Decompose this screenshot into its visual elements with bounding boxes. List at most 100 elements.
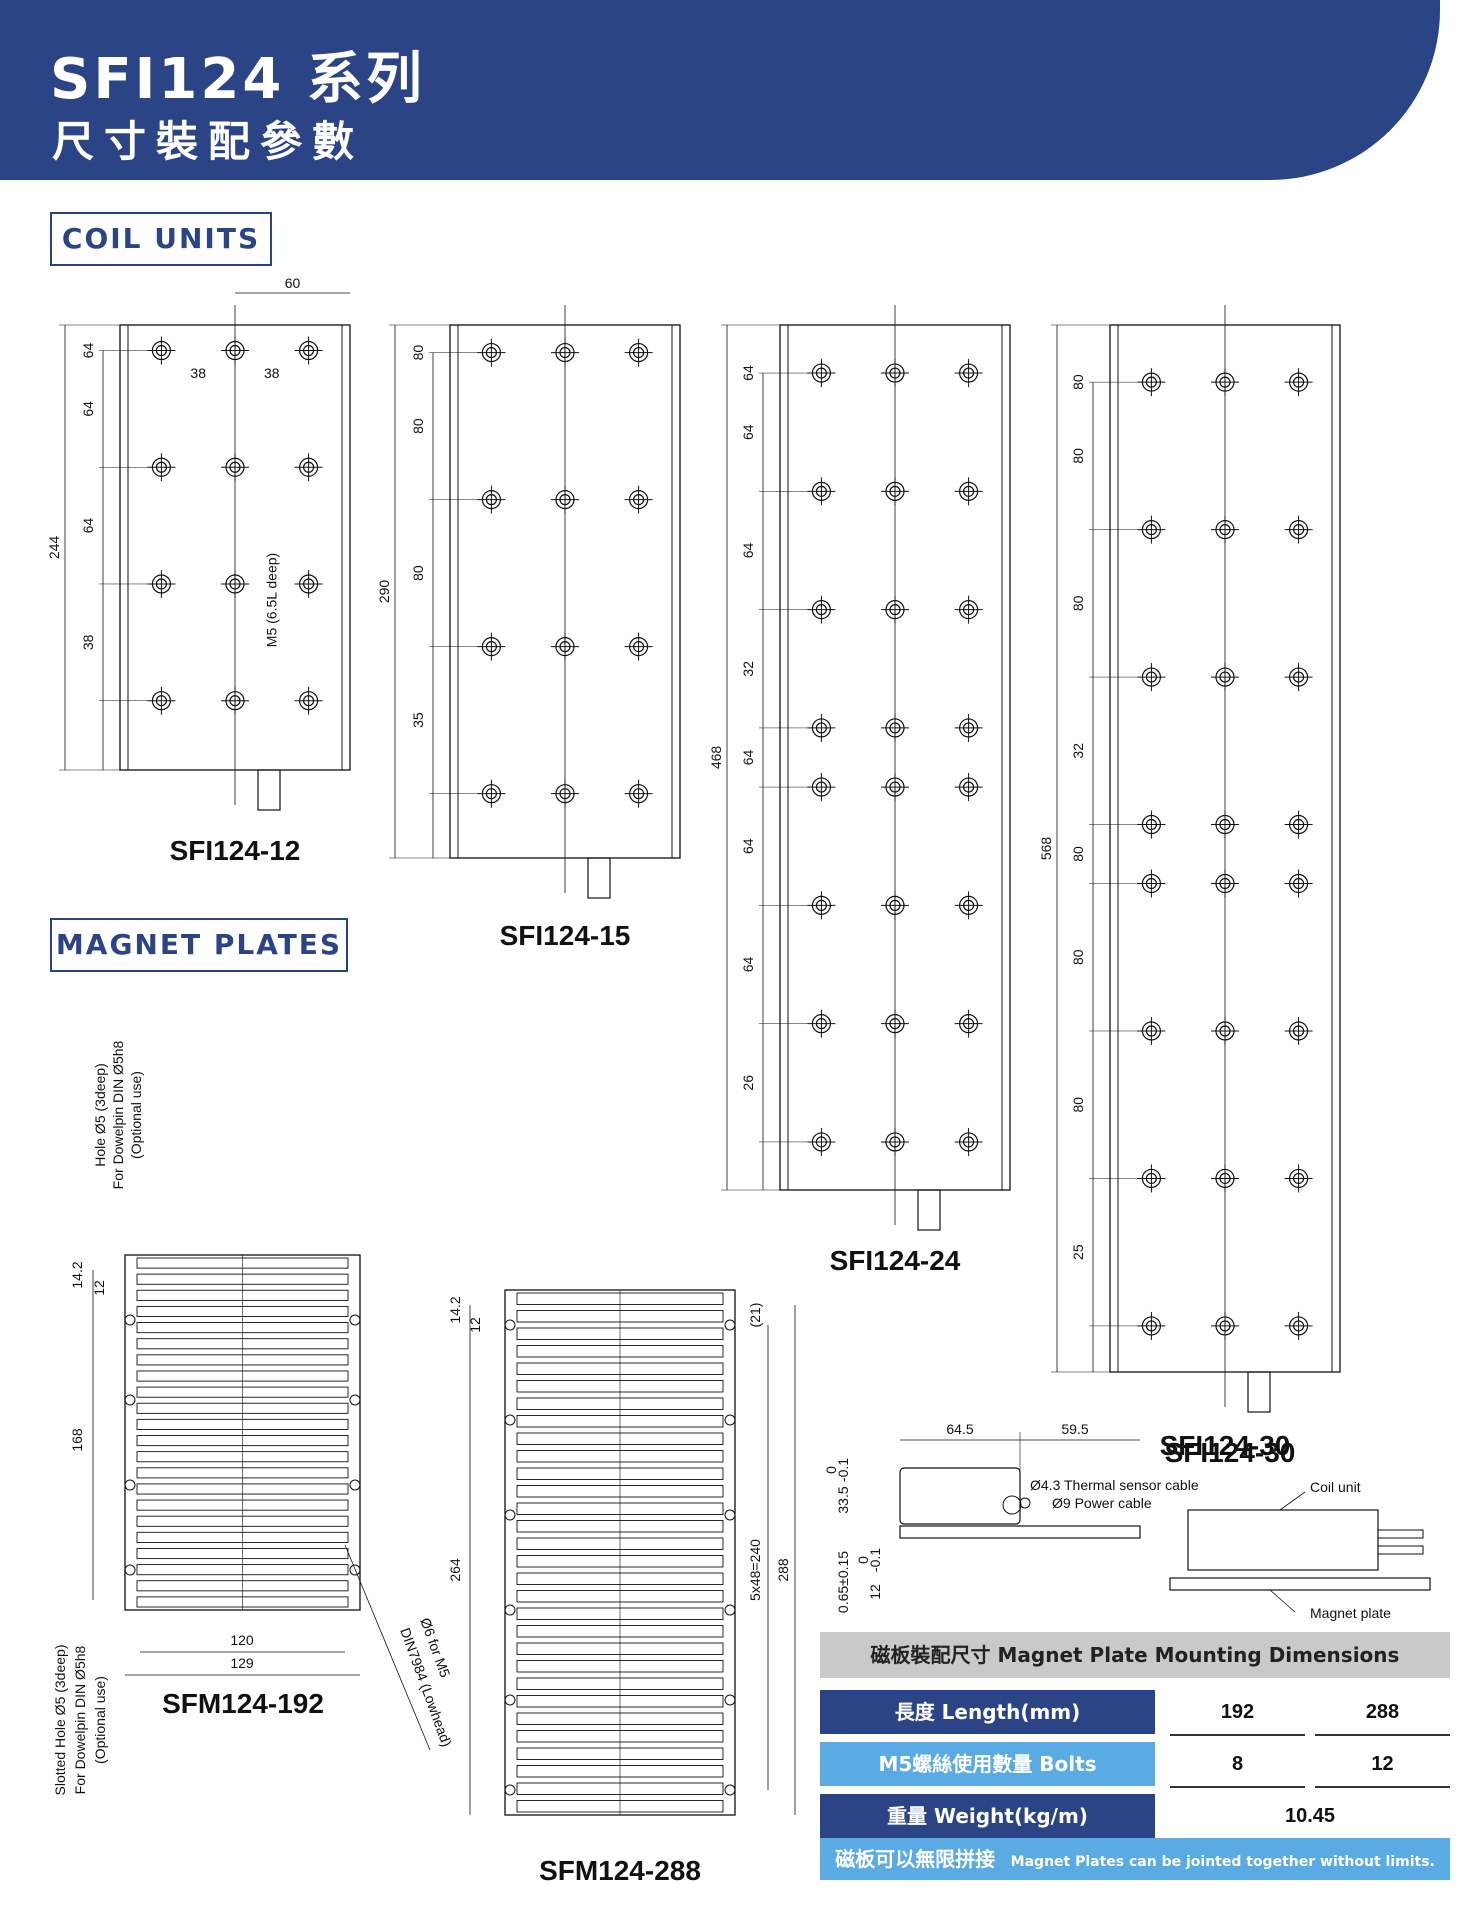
side-cable-power — [1002, 1495, 1022, 1515]
note-hole-top: Hole Ø5 (3deep) — [92, 1063, 108, 1167]
hole-outer — [481, 637, 501, 657]
plate-hole — [504, 1784, 516, 1796]
hole-inner — [815, 1136, 828, 1148]
hole-outer — [1215, 1168, 1235, 1189]
hole-inner — [889, 781, 901, 793]
hole-inner — [155, 578, 167, 590]
mounting-hole — [477, 779, 506, 808]
mounting-hole — [1284, 515, 1313, 544]
hole-inner — [632, 346, 645, 359]
plate-hole — [724, 1509, 736, 1521]
hole-outer — [628, 490, 649, 510]
page-subtitle: 尺寸裝配參數 — [52, 117, 365, 166]
mounting-hole — [1137, 663, 1166, 692]
hole-inner — [889, 722, 901, 734]
pitch-label: 80 — [1070, 448, 1086, 464]
plate-width-outer-label: 129 — [230, 1655, 254, 1671]
hole-inner — [303, 578, 315, 590]
spec-row-length: 長度 Length(mm) 192 288 — [820, 1690, 1450, 1736]
plate-span-label: 168 — [69, 1428, 85, 1452]
plate-hole — [349, 1479, 361, 1491]
hole-inner — [1292, 1025, 1305, 1037]
hole-outer — [225, 457, 245, 477]
mounting-hole — [477, 338, 506, 367]
coil-model-label: SFI124-30 — [1160, 1430, 1291, 1461]
hole-outer — [1288, 1316, 1309, 1336]
hole-outer — [958, 1014, 979, 1034]
mounting-hole — [807, 359, 836, 388]
hole-outer — [1141, 372, 1162, 392]
hole-inner — [962, 485, 975, 497]
hole-inner — [559, 788, 571, 800]
mounting-hole — [624, 338, 653, 367]
mounting-hole — [1284, 663, 1313, 692]
hole-outer — [1141, 667, 1162, 687]
hole-inner — [1145, 524, 1158, 536]
mounting-hole — [1137, 810, 1166, 839]
pitch-label: 80 — [1070, 595, 1086, 611]
mounting-hole — [881, 359, 909, 388]
overall-length-label: 468 — [708, 746, 724, 770]
hole-inner — [1219, 671, 1231, 683]
mounting-hole — [1137, 1164, 1166, 1193]
mounting-hole — [551, 485, 579, 514]
hole-outer — [958, 895, 979, 915]
side-tol-top-0: 0 — [823, 1466, 839, 1474]
mounting-hole — [807, 713, 836, 742]
hole-outer — [811, 1132, 832, 1152]
mounting-hole — [1137, 869, 1166, 898]
coil-model-label: SFI124-12 — [170, 835, 301, 866]
hole-outer — [811, 600, 832, 620]
hole-inner — [1292, 1320, 1305, 1332]
hole-outer — [225, 340, 245, 361]
mounting-hole — [221, 686, 249, 715]
side-coil-body — [899, 1467, 1021, 1525]
spec-table-title: 磁板裝配尺寸 Magnet Plate Mounting Dimensions — [820, 1632, 1450, 1678]
section-coil-units: COIL UNITS — [50, 212, 272, 266]
hole-inner — [1219, 877, 1231, 890]
hole-inner — [1145, 671, 1158, 683]
coil-model-label: SFI124-15 — [500, 920, 631, 951]
pitch-label: 32 — [740, 661, 756, 677]
plate-hole-offset-label: 12 — [91, 1280, 107, 1296]
spec-footer: 磁板可以無限拼接 Magnet Plates can be jointed to… — [820, 1838, 1450, 1880]
side-height-label: 33.5 — [835, 1486, 851, 1513]
mounting-hole — [1211, 869, 1239, 898]
pitch-label: 64 — [740, 365, 756, 381]
plate-overall-label: 288 — [775, 1558, 791, 1582]
hole-inner — [303, 695, 315, 707]
hole-inner — [485, 346, 497, 359]
side-dim-b-label: 59.5 — [1061, 1421, 1088, 1437]
pitch-label: 64 — [80, 343, 96, 359]
plate-model-label: SFM124-192 — [162, 1688, 324, 1719]
hole-inner — [889, 485, 901, 497]
side-tol-base-1: -0.1 — [867, 1548, 883, 1572]
hole-outer — [1215, 814, 1235, 835]
hole-outer — [1141, 814, 1162, 835]
mounting-hole — [147, 453, 176, 482]
pitch-label: 64 — [740, 838, 756, 854]
cable-power-label: Ø9 Power cable — [1052, 1495, 1152, 1511]
spec-value-length-192: 192 — [1170, 1690, 1305, 1736]
plate-hole — [504, 1414, 516, 1426]
hole-inner — [815, 604, 828, 616]
mounting-hole — [1284, 1016, 1313, 1045]
spec-row-bolts: M5螺絲使用數量 Bolts 8 12 — [820, 1742, 1450, 1788]
plate-end-label: (21) — [747, 1303, 763, 1328]
hole-outer — [555, 490, 575, 510]
mounting-hole — [1284, 1311, 1313, 1340]
mounting-hole — [954, 477, 983, 506]
hole-inner — [1145, 1172, 1158, 1185]
assy-leader — [1269, 1589, 1296, 1613]
pitch-label: 64 — [80, 518, 96, 534]
pitch-label: 26 — [740, 1075, 756, 1091]
hole-inner — [1219, 818, 1231, 831]
hole-outer — [1288, 1168, 1309, 1189]
hole-inner — [485, 788, 497, 800]
leader-line — [344, 1544, 431, 1751]
plate-hole — [504, 1509, 516, 1521]
hole-inner — [962, 367, 975, 379]
hole-inner — [155, 461, 167, 473]
